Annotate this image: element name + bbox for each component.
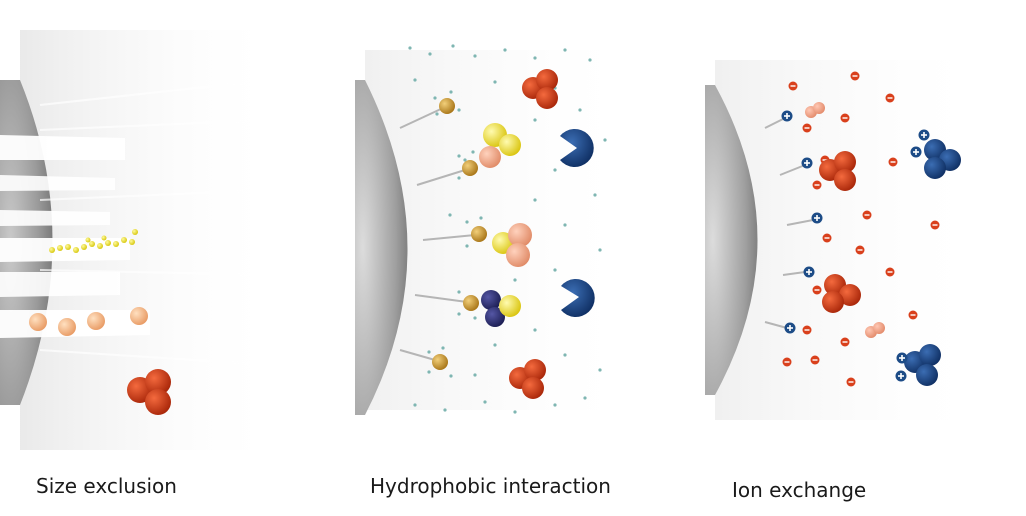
background-haze bbox=[365, 50, 635, 410]
free-protein-blue bbox=[895, 129, 961, 386]
free-protein-blue bbox=[560, 129, 595, 317]
porous-bead bbox=[355, 80, 408, 415]
size-exclusion-panel bbox=[0, 10, 300, 450]
hydrophobic-interaction-illustration bbox=[355, 44, 635, 415]
caption-size-exclusion: Size exclusion bbox=[36, 474, 177, 498]
bound-protein-3 bbox=[481, 290, 521, 327]
ion-exchange-panel bbox=[705, 10, 995, 450]
porous-bead bbox=[705, 85, 758, 395]
small-molecules bbox=[805, 102, 885, 338]
hydrophobic-ligands bbox=[399, 90, 487, 378]
large-protein bbox=[127, 369, 171, 415]
bound-protein-1 bbox=[479, 123, 521, 168]
bound-protein-2 bbox=[492, 223, 532, 267]
free-protein-red bbox=[509, 69, 558, 399]
medium-molecules bbox=[29, 307, 148, 336]
ion-exchange-illustration bbox=[705, 60, 985, 420]
flow-streaks bbox=[39, 79, 271, 366]
size-exclusion-illustration bbox=[0, 30, 280, 450]
background-haze bbox=[715, 60, 985, 420]
caption-hydrophobic-interaction: Hydrophobic interaction bbox=[370, 474, 611, 498]
small-molecules bbox=[49, 229, 138, 253]
hydrophobic-interaction-panel bbox=[355, 10, 645, 450]
bound-protein-red bbox=[819, 151, 861, 313]
charged-ligands bbox=[764, 110, 823, 334]
caption-ion-exchange: Ion exchange bbox=[732, 478, 867, 502]
